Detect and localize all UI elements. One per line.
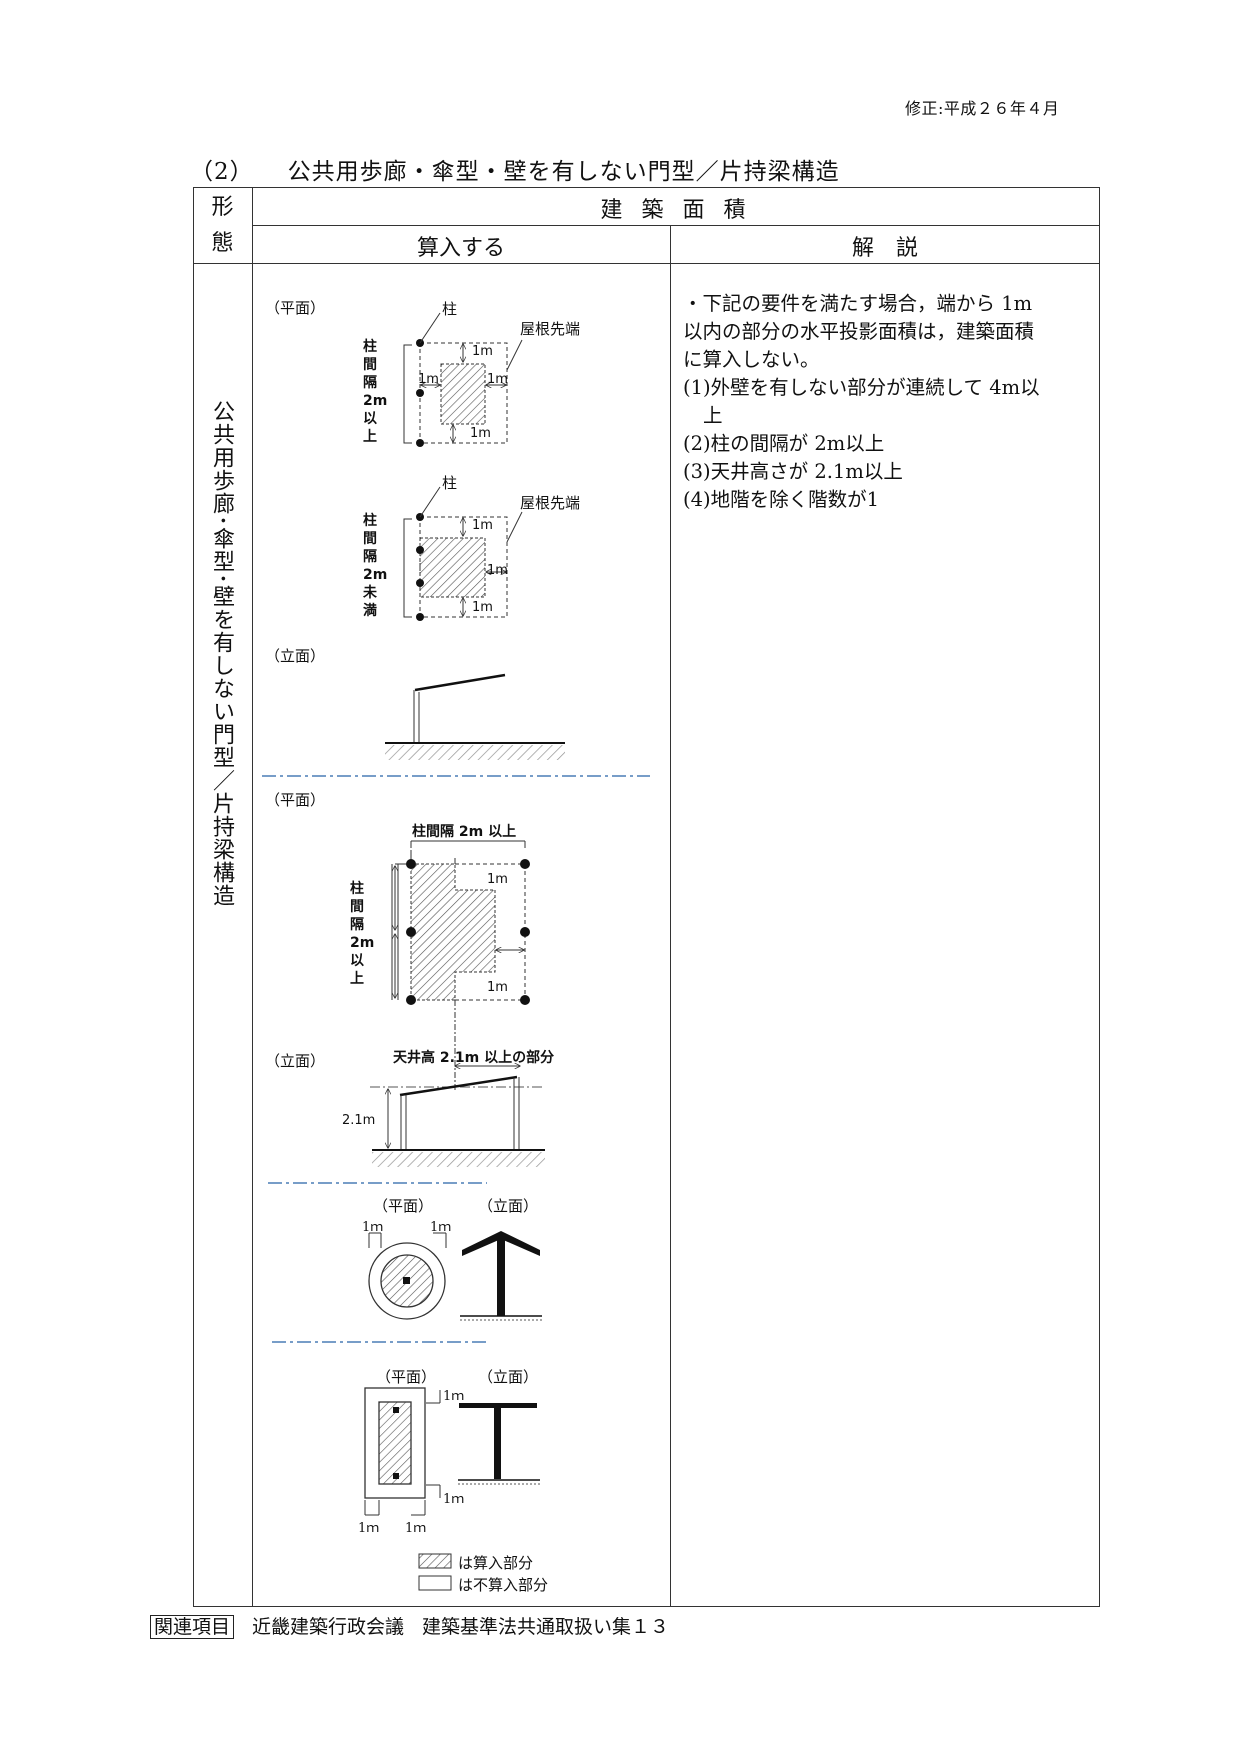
roof-edge-label: 屋根先端 — [520, 320, 581, 338]
condition-1-cont: 上 — [703, 404, 723, 427]
elevation-diagram-cantilever — [385, 673, 565, 760]
section-number: （2） — [190, 159, 254, 185]
dimension-1m: 1m — [472, 344, 493, 359]
dimension-1m: 1ｍ — [443, 1389, 465, 1404]
condition-text: 天井高さが 2.1m以上 — [710, 460, 903, 483]
condition-2: (2)柱の間隔が 2m以上 — [683, 430, 1093, 458]
dimension-1m: 1m — [487, 980, 508, 995]
t-cantilever-diagram — [364, 1387, 540, 1516]
condition-number: (4) — [683, 488, 711, 511]
dimension-1m: 1m — [472, 600, 493, 615]
dimension-1m: 1ｍ — [405, 1521, 427, 1536]
header-form-char: 形 — [211, 195, 234, 220]
dimension-1m: 1m — [470, 426, 491, 441]
table-divider — [252, 187, 253, 1607]
table-divider — [670, 225, 671, 1607]
related-items-tag: 関連項目 — [150, 1615, 235, 1639]
dimension-1m: 1m — [418, 372, 439, 387]
explanation-intro: ・下記の要件を満たす場合，端から 1m — [683, 292, 1033, 315]
dimension-1m: 1m — [487, 372, 508, 387]
related-document: 建築基準法共通取扱い集１３ — [422, 1616, 670, 1638]
spacing-top-label: 柱間隔 2m 以上 — [412, 824, 517, 840]
condition-4: (4)地階を除く階数が1 — [683, 486, 1093, 514]
condition-text: 外壁を有しない部分が連続して 4m以 — [710, 376, 1040, 399]
header-explanation: 解 説 — [851, 236, 918, 261]
elevation-label: （立面） — [478, 1368, 539, 1386]
condition-1: (1)外壁を有しない部分が連続して 4m以 — [683, 374, 1093, 402]
plan-diagram-spacing-over-2m — [403, 312, 523, 447]
plan-diagram-portal — [391, 840, 530, 1090]
table-divider — [252, 225, 1100, 226]
plan-label: （平面） — [265, 299, 326, 317]
explanation-intro: に算入しない。 — [683, 348, 820, 371]
table-divider — [193, 263, 1100, 264]
plan-diagram-spacing-under-2m — [403, 486, 523, 621]
legend-excluded: は不算入部分 — [458, 1576, 549, 1594]
building-area-table — [193, 187, 1100, 1607]
umbrella-diagram — [368, 1231, 542, 1321]
dimension-1m: 1m — [487, 563, 508, 578]
dimension-1m: 1ｍ — [362, 1220, 384, 1235]
elevation-label: （立面） — [478, 1197, 539, 1215]
column-label: 柱 — [442, 474, 458, 492]
column-label: 柱 — [442, 300, 458, 318]
dimension-1m: 1ｍ — [358, 1521, 380, 1536]
header-building-area: 建 築 面 積 — [600, 198, 752, 223]
explanation-text: ・下記の要件を満たす場合，端から 1m 以内の部分の水平投影面積は，建築面積 に… — [683, 290, 1093, 514]
form-label: 公共用歩廊･傘型･壁を有しない門型／片持梁構造 — [209, 400, 234, 908]
legend-empty-swatch — [418, 1575, 452, 1591]
condition-number: (2) — [683, 432, 711, 455]
plan-label: （平面） — [373, 1197, 434, 1215]
header-include: 算入する — [416, 236, 505, 261]
condition-3: (3)天井高さが 2.1m以上 — [683, 458, 1093, 486]
header-form: 形 態 — [193, 190, 252, 262]
dimension-1m: 1m — [472, 518, 493, 533]
spacing-over-2m-label: 柱 間 隔 2m 以 上 — [350, 881, 375, 987]
legend-hatch-swatch — [418, 1553, 452, 1569]
related-items: 関連項目近畿建築行政会議建築基準法共通取扱い集１３ — [150, 1612, 669, 1639]
spacing-over-2m-label: 柱 間 隔 2m 以 上 — [363, 339, 388, 445]
condition-number: (3) — [683, 460, 711, 483]
condition-number: (1) — [683, 376, 711, 399]
section-title: （2） 公共用歩廊・傘型・壁を有しない門型／片持梁構造 — [190, 152, 840, 186]
section-title-text: 公共用歩廊・傘型・壁を有しない門型／片持梁構造 — [287, 159, 840, 185]
height-2-1m-label: 2.1m — [342, 1113, 376, 1128]
dimension-1m: 1m — [487, 872, 508, 887]
elevation-label: （立面） — [265, 647, 326, 665]
roof-edge-label: 屋根先端 — [520, 494, 581, 512]
legend-included: は算入部分 — [458, 1554, 534, 1572]
condition-text: 地階を除く階数が1 — [710, 488, 880, 511]
explanation-intro: 以内の部分の水平投影面積は，建築面積 — [683, 320, 1035, 343]
elevation-diagram-portal — [370, 1066, 545, 1167]
plan-label: （平面） — [265, 791, 326, 809]
ceiling-height-label: 天井高 2.1m 以上の部分 — [393, 1050, 555, 1066]
elevation-label: （立面） — [265, 1052, 326, 1070]
spacing-under-2m-label: 柱 間 隔 2m 未 満 — [363, 513, 388, 619]
plan-label: （平面） — [376, 1368, 437, 1386]
related-source: 近畿建築行政会議 — [252, 1616, 405, 1638]
header-form-char: 態 — [211, 231, 234, 256]
dimension-1m: 1ｍ — [430, 1220, 452, 1235]
revision-date: 修正:平成２６年４月 — [905, 99, 1060, 118]
dimension-1m: 1ｍ — [443, 1492, 465, 1507]
condition-text: 柱の間隔が 2m以上 — [710, 432, 885, 455]
